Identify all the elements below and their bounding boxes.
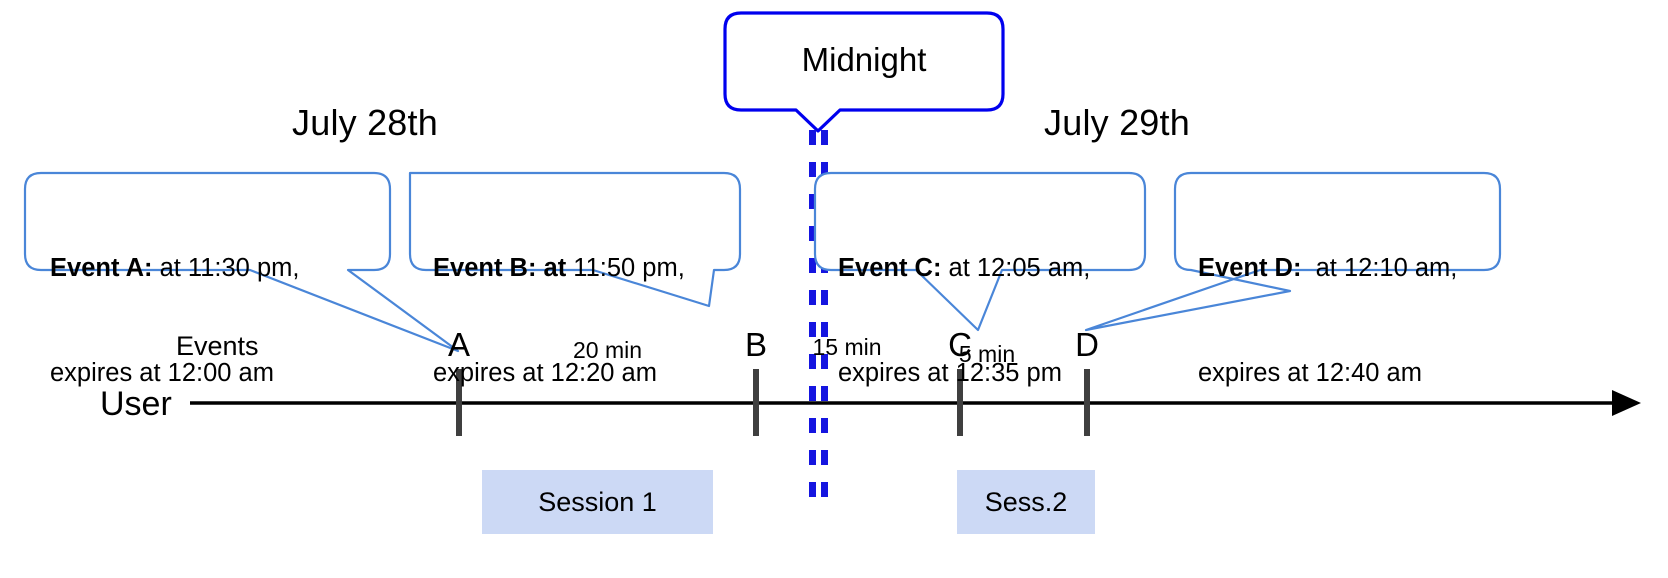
midnight-label: Midnight xyxy=(801,41,927,78)
event-d-title: Event D: xyxy=(1198,254,1302,282)
date-label-right: July 29th xyxy=(1044,102,1190,143)
session-2-label: Sess.2 xyxy=(984,486,1068,517)
event-c-title: Event C: xyxy=(838,254,942,282)
event-b-line2: expires at 12:20 am xyxy=(433,359,657,387)
point-label-a: A xyxy=(447,326,470,363)
timeline-ticks xyxy=(456,369,1090,436)
session-rectangles xyxy=(482,470,1095,534)
event-d-line1: Event D: at 12:10 am, xyxy=(1198,251,1457,286)
event-a-callout-shape xyxy=(23,171,460,353)
point-label-b: B xyxy=(744,326,767,363)
event-c-line1-rest: at 12:05 am, xyxy=(941,254,1091,282)
gap-label-cd: 5 min xyxy=(958,341,1016,367)
event-a-line1: Event A: at 11:30 pm, xyxy=(50,251,299,286)
gap-label-bc: 15 min xyxy=(812,334,882,360)
event-c-line1: Event C: at 12:05 am, xyxy=(838,251,1090,286)
user-row-label: User xyxy=(100,385,172,423)
event-b-title: Event B: xyxy=(433,254,537,282)
point-label-d: D xyxy=(1075,326,1099,363)
event-d-line2: expires at 12:40 am xyxy=(1198,359,1422,387)
event-d-line1-rest: at 12:10 am, xyxy=(1301,254,1458,282)
session-1-label: Session 1 xyxy=(538,486,657,517)
events-row-label: Events xyxy=(176,331,259,361)
gap-label-ab: 20 min xyxy=(572,337,643,363)
event-a-callout-text: Event A: at 11:30 pm, expires at 12:00 a… xyxy=(50,181,299,461)
event-d-callout-text: Event D: at 12:10 am, expires at 12:40 a… xyxy=(1198,181,1457,461)
timeline-axis xyxy=(190,390,1641,416)
event-b-line1: Event B: at 11:50 pm, xyxy=(433,251,685,286)
event-b-callout-text: Event B: at 11:50 pm, expires at 12:20 a… xyxy=(433,181,685,461)
date-label-left: July 28th xyxy=(292,102,438,143)
event-d-callout-shape xyxy=(1084,171,1502,332)
session-2-rect xyxy=(957,470,1095,534)
event-c-callout-shape xyxy=(813,171,1147,332)
event-c-callout-text: Event C: at 12:05 am, expires at 12:35 p… xyxy=(838,181,1090,461)
event-a-title: Event A: xyxy=(50,254,153,282)
event-c-line2: expires at 12:35 pm xyxy=(838,359,1062,387)
midnight-callout-shape xyxy=(723,11,1005,133)
event-a-line2: expires at 12:00 am xyxy=(50,359,274,387)
event-b-title-trailing: at xyxy=(536,254,567,282)
session-1-rect xyxy=(482,470,713,534)
event-b-callout-shape xyxy=(408,171,742,308)
point-label-c: C xyxy=(948,326,972,363)
event-b-line1-rest: 11:50 pm, xyxy=(566,254,685,282)
event-a-line1-rest: at 11:30 pm, xyxy=(152,254,300,282)
